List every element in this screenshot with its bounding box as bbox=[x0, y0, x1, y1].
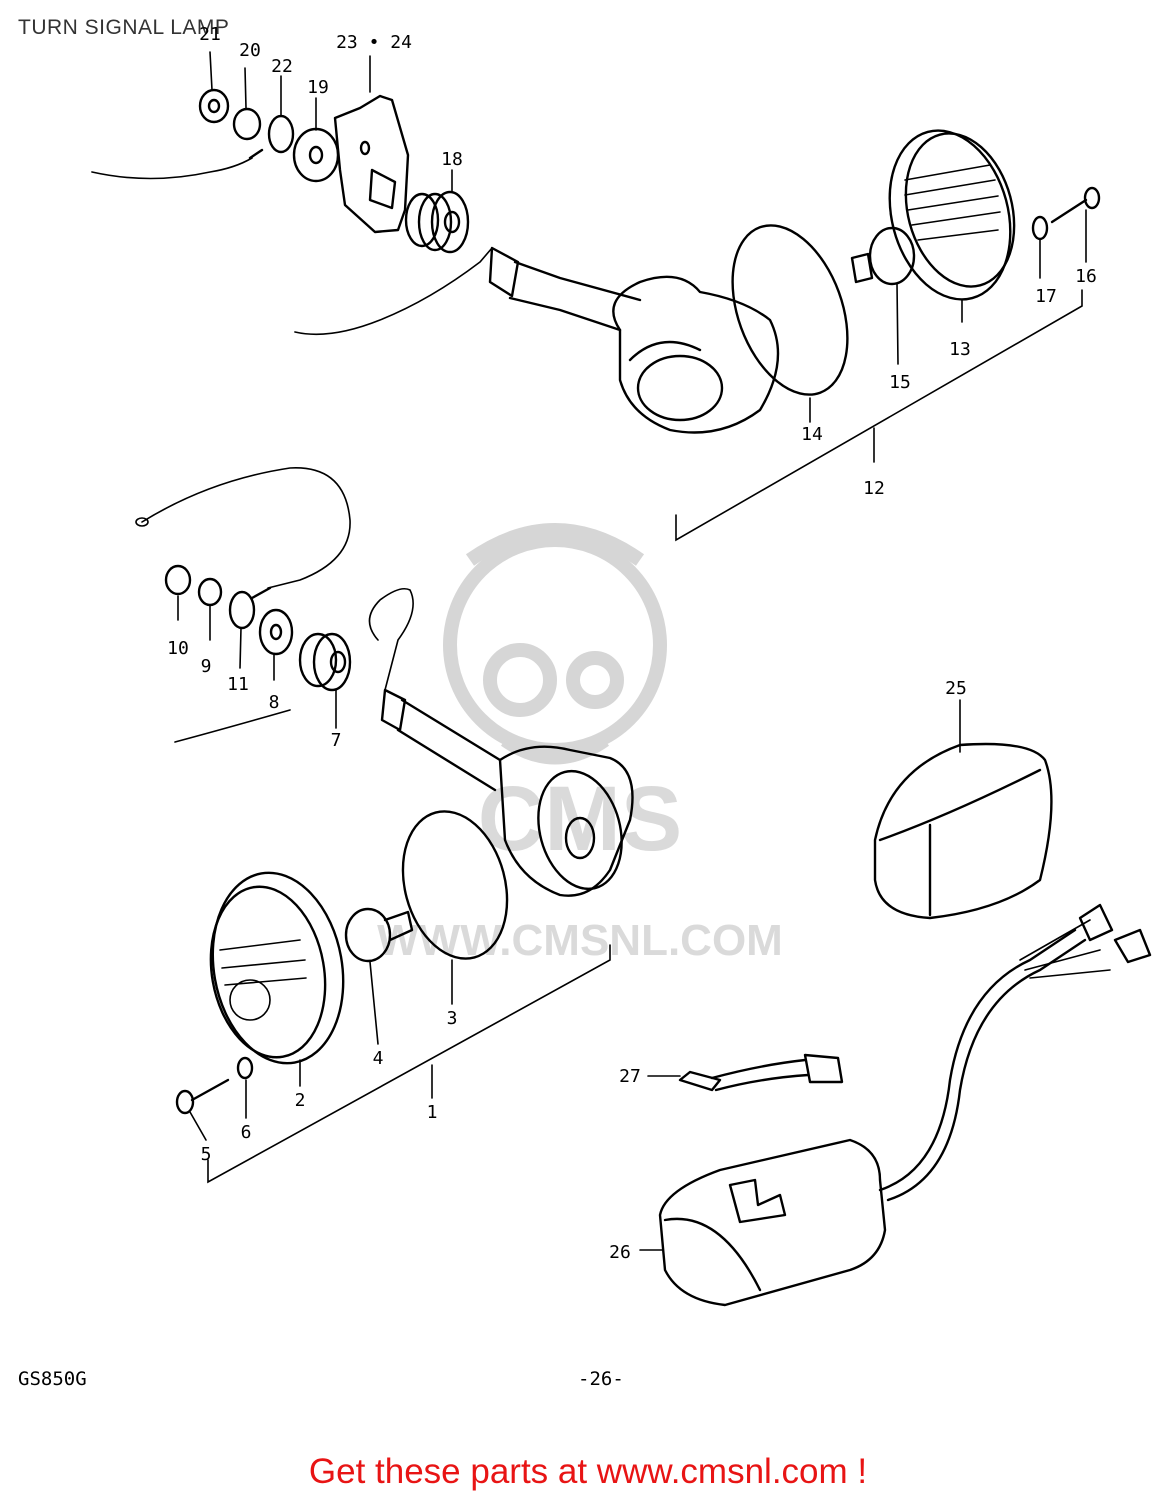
part-26-flasher-unit bbox=[658, 903, 1152, 1307]
callout-19: 19 bbox=[307, 77, 329, 98]
exploded-parts-diagram: CMS WWW.CMSNL.COM bbox=[91, 24, 1152, 1307]
callout-14: 14 bbox=[801, 424, 823, 445]
callout-23-24: 23 • 24 bbox=[336, 32, 412, 53]
part-2-lens bbox=[209, 871, 345, 1065]
part-25-relay bbox=[873, 742, 1053, 920]
part-19-washer bbox=[292, 127, 340, 183]
upper-lamp-assembly bbox=[91, 88, 1101, 434]
cmsnl-watermark: CMS WWW.CMSNL.COM bbox=[377, 523, 783, 965]
callout-10: 10 bbox=[167, 638, 189, 659]
part-14-gasket bbox=[731, 224, 849, 396]
part-1-housing bbox=[380, 688, 634, 897]
part-18-grommet bbox=[404, 190, 470, 254]
callout-11: 11 bbox=[227, 674, 249, 695]
callout-4: 4 bbox=[373, 1048, 384, 1069]
part-21-nut bbox=[198, 88, 230, 124]
leader-lines bbox=[177, 51, 1087, 1251]
part-27-lead bbox=[678, 1053, 844, 1092]
watermark-url: WWW.CMSNL.COM bbox=[377, 916, 783, 965]
callout-17: 17 bbox=[1035, 286, 1057, 307]
callout-22: 22 bbox=[271, 56, 293, 77]
callout-20: 20 bbox=[239, 40, 261, 61]
part-16-screw bbox=[1050, 186, 1101, 224]
callout-15: 15 bbox=[889, 372, 911, 393]
part-10-nut bbox=[164, 564, 192, 596]
callout-26: 26 bbox=[609, 1242, 631, 1263]
callout-12: 12 bbox=[863, 478, 885, 499]
lower-lamp-assembly bbox=[135, 467, 634, 1115]
callout-27: 27 bbox=[619, 1066, 641, 1087]
callout-5: 5 bbox=[201, 1144, 212, 1165]
callout-2: 2 bbox=[295, 1090, 306, 1111]
part-7-grommet bbox=[298, 632, 352, 692]
part-17-washer bbox=[1031, 215, 1049, 241]
callout-7: 7 bbox=[331, 730, 342, 751]
part-15-bulb bbox=[850, 226, 916, 286]
part-12-housing bbox=[488, 246, 780, 434]
part-6-washer bbox=[236, 1056, 254, 1080]
callout-21: 21 bbox=[199, 24, 221, 45]
callout-1: 1 bbox=[427, 1102, 438, 1123]
callout-9: 9 bbox=[201, 656, 212, 677]
callout-13: 13 bbox=[949, 339, 971, 360]
diagram-title: TURN SIGNAL LAMP bbox=[18, 16, 230, 39]
callout-16: 16 bbox=[1075, 266, 1097, 287]
part-9-washer bbox=[197, 577, 223, 607]
cta-link[interactable]: Get these parts at www.cmsnl.com ! bbox=[308, 1452, 868, 1491]
part-4-bulb bbox=[344, 907, 414, 963]
part-8-washer bbox=[258, 608, 294, 656]
part-20-washer bbox=[232, 107, 262, 141]
callouts: 21 20 22 19 23 • 24 18 16 17 13 15 14 12… bbox=[167, 24, 1097, 1263]
part-23-24-bracket bbox=[333, 94, 410, 234]
callout-6: 6 bbox=[241, 1122, 252, 1143]
part-5-screw bbox=[175, 1078, 230, 1115]
assembly-1-bracket bbox=[207, 944, 611, 1184]
callout-8: 8 bbox=[269, 692, 280, 713]
footer-page-number: -26- bbox=[578, 1368, 624, 1390]
part-11-terminal bbox=[228, 586, 272, 630]
callout-18: 18 bbox=[441, 149, 463, 170]
part-13-lens bbox=[888, 129, 1016, 301]
part-3-gasket bbox=[401, 810, 509, 960]
assembly-12-bracket bbox=[675, 289, 1083, 542]
part-22-terminal bbox=[267, 114, 295, 154]
callout-3: 3 bbox=[447, 1008, 458, 1029]
footer-model-code: GS850G bbox=[18, 1368, 87, 1390]
callout-25: 25 bbox=[945, 678, 967, 699]
